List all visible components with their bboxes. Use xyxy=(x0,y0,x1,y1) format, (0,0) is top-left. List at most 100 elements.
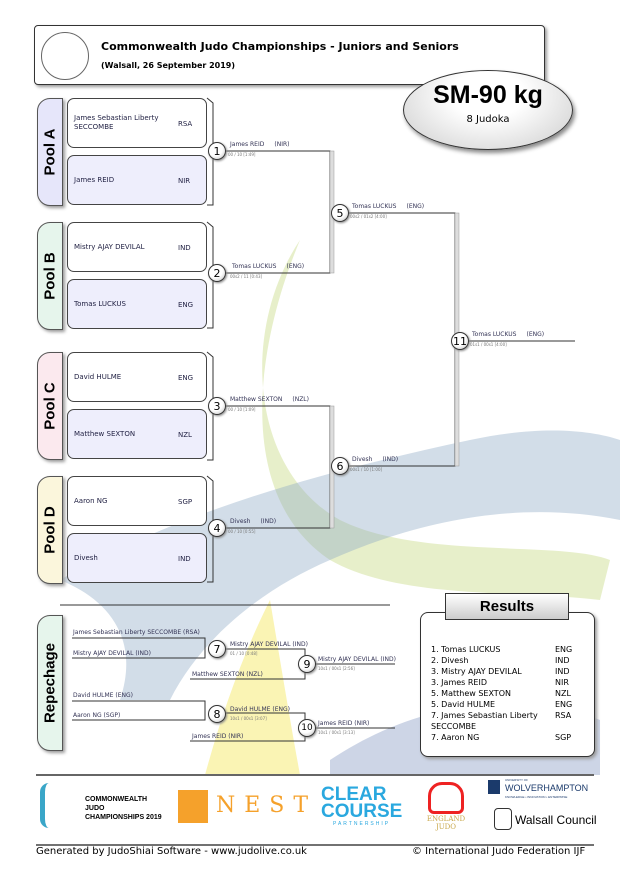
judoka-count: 8 Judoka xyxy=(466,114,510,125)
winner-country: (ENG) xyxy=(406,203,425,210)
pool-tab: Pool D xyxy=(37,476,63,584)
winner-name: Divesh xyxy=(230,518,251,525)
result-place: 7. James Sebastian Liberty SECCOMBE xyxy=(431,711,538,731)
result-country: ENG xyxy=(555,645,573,654)
repechage-winner: Mistry AJAY DEVILAL (IND) xyxy=(318,656,396,663)
winner-name: Tomas LUCKUS xyxy=(232,263,277,270)
player-box: Divesh IND xyxy=(67,533,207,583)
player-country: SGP xyxy=(178,498,193,506)
player-name: James Sebastian Liberty SECCOMBE xyxy=(74,114,159,131)
player-name: Divesh xyxy=(74,553,98,562)
cjc-logo-icon xyxy=(40,783,58,828)
result-place: 2. Divesh xyxy=(431,656,469,665)
result-country: RSA xyxy=(555,711,572,720)
nest-logo: NEST xyxy=(216,793,318,818)
player-name: Matthew SEXTON xyxy=(74,429,136,438)
match-number: 2 xyxy=(208,264,226,282)
player-name: Mistry AJAY DEVILAL xyxy=(74,242,145,251)
player-country: IND xyxy=(178,555,191,563)
player-box: Tomas LUCKUS ENG xyxy=(67,279,207,329)
player-country: IND xyxy=(178,244,191,252)
result-country: IND xyxy=(555,667,570,676)
result-place: 3. James REID xyxy=(431,678,487,687)
pool-tab: Pool C xyxy=(37,352,63,460)
match-winner: Divesh (IND) xyxy=(352,456,398,463)
repechage-entry: James Sebastian Liberty SECCOMBE (RSA) xyxy=(73,629,200,636)
player-country: ENG xyxy=(178,301,194,309)
match-score: 10s1 / 00s1 [3:13] xyxy=(318,730,355,735)
wolverhampton-tagline: KNOWLEDGE • INNOVATION • ENTERPRISE xyxy=(505,795,568,799)
event-subtitle: (Walsall, 26 September 2019) xyxy=(101,61,236,70)
match-score: 00 / 10 [0:55] xyxy=(228,529,256,534)
clearcourse-line3: PARTNERSHIP xyxy=(333,821,391,827)
match-number: 5 xyxy=(331,204,349,222)
repechage-entry: David HULME (ENG) xyxy=(73,692,133,699)
pool-label: Pool B xyxy=(41,252,59,300)
match-score: 00s1 / 10 [1:00] xyxy=(350,467,383,472)
match-number: 3 xyxy=(208,397,226,415)
category-badge: SM-90 kg 8 Judoka xyxy=(403,70,573,150)
match-number: 6 xyxy=(331,457,349,475)
match-score: 01s1 / 00s1 [4:00] xyxy=(470,342,507,347)
clearcourse-line1: CLEAR xyxy=(321,784,387,805)
category-name: SM-90 kg xyxy=(433,81,543,109)
pool-label: Pool D xyxy=(41,506,59,554)
match-winner: James REID (NIR) xyxy=(230,141,289,148)
result-place: 3. Mistry AJAY DEVILAL xyxy=(431,667,522,676)
winner-country: (IND) xyxy=(260,518,277,525)
result-row: 2. Divesh IND xyxy=(431,655,591,666)
match-number: 1 xyxy=(208,142,226,160)
match-number: 10 xyxy=(298,719,316,737)
player-name: James REID xyxy=(74,175,115,184)
result-country: SGP xyxy=(555,733,572,742)
event-title: Commonwealth Judo Championships - Junior… xyxy=(101,40,459,53)
match-number: 7 xyxy=(208,640,226,658)
winner-name: James REID xyxy=(230,141,265,148)
match-number: 9 xyxy=(298,655,316,673)
player-box: Mistry AJAY DEVILAL IND xyxy=(67,222,207,272)
pool-label: Pool A xyxy=(41,128,59,176)
cja-logo xyxy=(41,32,89,80)
match-winner: Tomas LUCKUS (ENG) xyxy=(232,263,304,270)
match-number: 4 xyxy=(208,519,226,537)
wolverhampton-logo: WOLVERHAMPTON xyxy=(505,783,589,793)
winner-country: (ENG) xyxy=(286,263,305,270)
repechage-entry: Aaron NG (SGP) xyxy=(73,712,121,719)
match-number: 11 xyxy=(451,332,469,350)
england-judo-lion-icon xyxy=(428,782,464,814)
match-score: 00 / 10 [1:49] xyxy=(228,152,256,157)
result-place: 5. David HULME xyxy=(431,700,496,709)
player-name: Tomas LUCKUS xyxy=(74,299,126,308)
repechage-tab: Repechage xyxy=(37,615,63,751)
match-winner: Tomas LUCKUS(ENG) xyxy=(472,331,544,338)
repechage-entry: James REID (NIR) xyxy=(192,733,244,740)
result-country: IND xyxy=(555,656,570,665)
winner-country: (IND) xyxy=(382,456,399,463)
result-place: 5. Matthew SEXTON xyxy=(431,689,511,698)
cjc-logo-text: COMMONWEALTH JUDO CHAMPIONSHIPS 2019 xyxy=(85,796,162,821)
clearcourse-line2: COURSE xyxy=(321,801,403,822)
match-winner: Divesh (IND) xyxy=(230,518,276,525)
pool-label: Pool C xyxy=(41,382,59,430)
winner-name: Matthew SEXTON xyxy=(230,396,283,403)
winner-country: (NZL) xyxy=(292,396,309,403)
wolverhampton-small: UNIVERSITY OF xyxy=(505,778,528,782)
repechage-winner: Mistry AJAY DEVILAL (IND) xyxy=(230,641,308,648)
match-score: 10s1 / 00s1 [3:07] xyxy=(230,716,267,721)
winner-country: (NIR) xyxy=(274,141,290,148)
results-title: Results xyxy=(445,593,569,620)
player-country: ENG xyxy=(178,374,194,382)
repechage-winner: David HULME (ENG) xyxy=(230,706,290,713)
player-name: David HULME xyxy=(74,372,122,381)
england-judo-logo: ENGLAND JUDO xyxy=(426,815,466,831)
repechage-winner: James REID (NIR) xyxy=(318,720,370,727)
wolverhampton-icon xyxy=(488,780,500,794)
winner-name: Divesh xyxy=(352,456,373,463)
